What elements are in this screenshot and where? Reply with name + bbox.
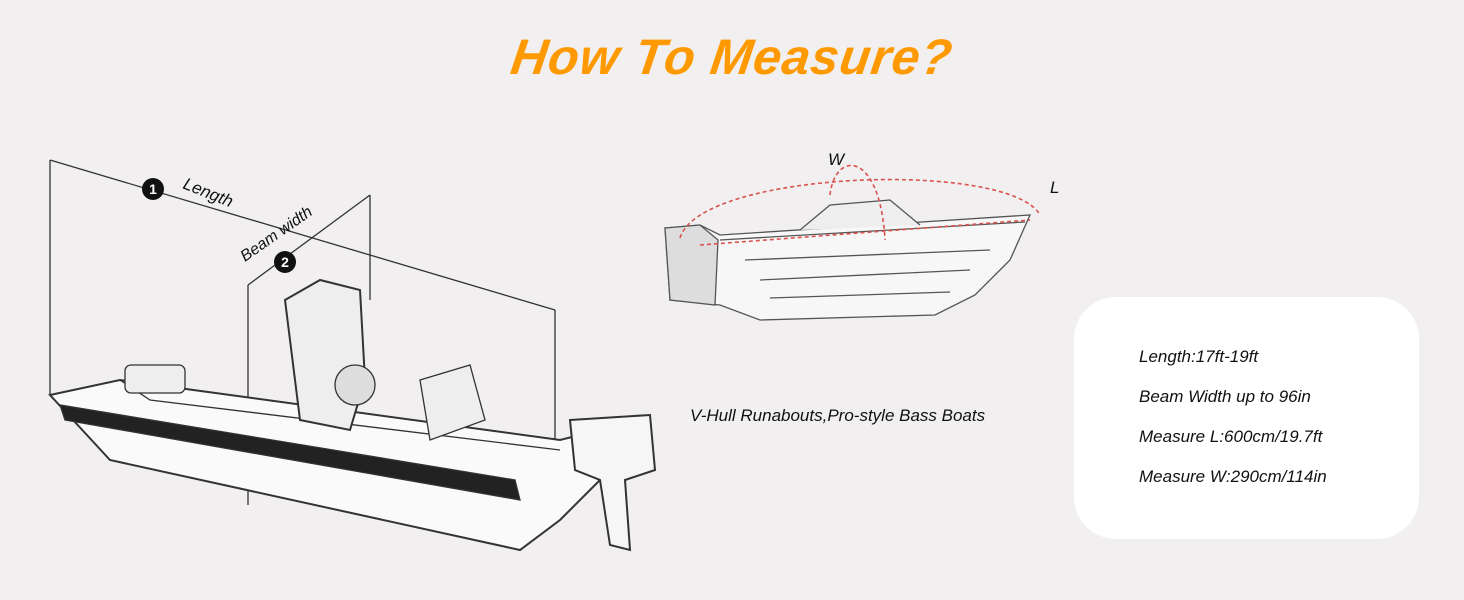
- specs-card: Length:17ft-19ft Beam Width up to 96in M…: [1074, 297, 1419, 539]
- boat-type-caption: V-Hull Runabouts,Pro-style Bass Boats: [690, 406, 986, 425]
- length-label: Length: [181, 174, 236, 211]
- left-boat-illustration: [48, 159, 657, 552]
- spec-beam-width: Beam Width up to 96in: [1139, 387, 1311, 406]
- marker-2-icon: [274, 251, 296, 273]
- spec-measure-w: Measure W:290cm/114in: [1139, 467, 1327, 486]
- length-marker: 1: [149, 181, 157, 197]
- beam-marker: 2: [281, 254, 289, 270]
- measure-lines: [679, 164, 1041, 246]
- right-boat-illustration: [664, 199, 1032, 321]
- width-label: W: [828, 150, 846, 169]
- beam-arrow: [247, 194, 371, 286]
- marker-1-icon: [142, 178, 164, 200]
- length-l-label: L: [1050, 178, 1059, 197]
- length-arrow: [49, 159, 556, 311]
- spec-length: Length:17ft-19ft: [1139, 347, 1259, 366]
- spec-measure-l: Measure L:600cm/19.7ft: [1139, 427, 1323, 446]
